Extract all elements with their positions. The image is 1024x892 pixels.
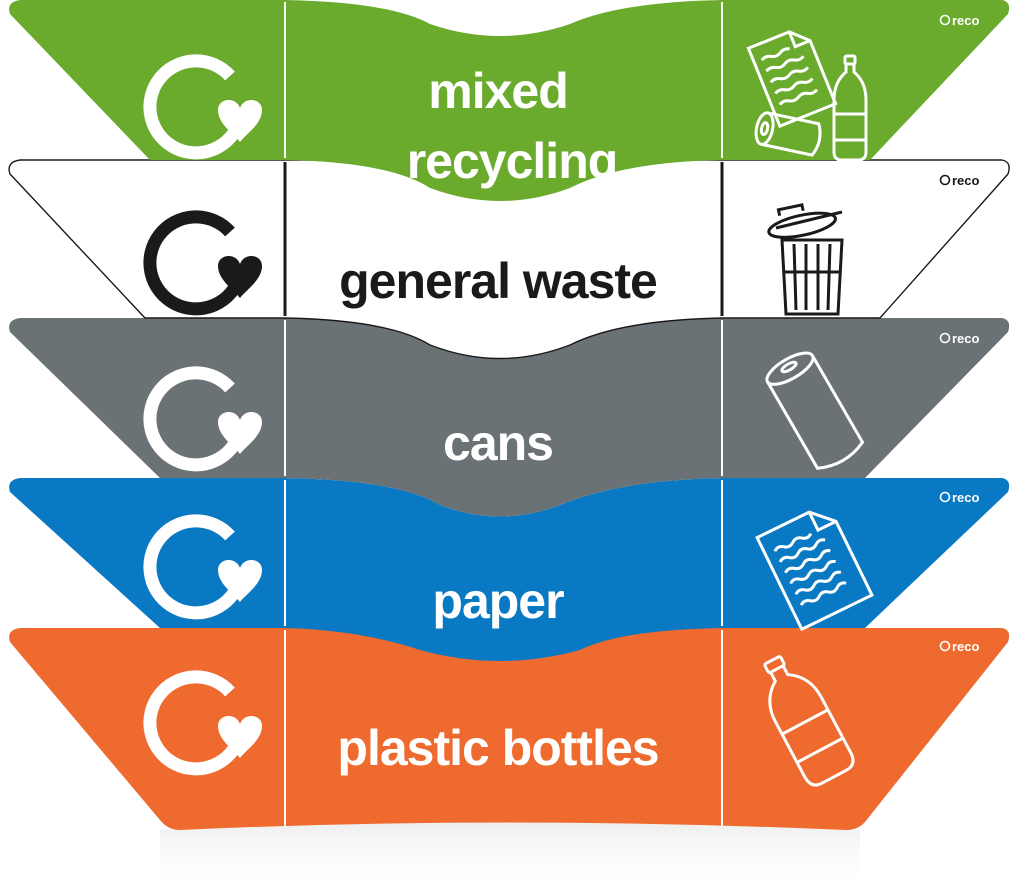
paper-sheets-icon (755, 510, 874, 632)
svg-text:reco: reco (952, 490, 980, 505)
label-plastic-bottles-band (9, 628, 1010, 830)
svg-text:reco: reco (952, 639, 980, 654)
recycling-arrow-icon (143, 514, 262, 620)
svg-text:reco: reco (952, 13, 980, 28)
recycling-arrow-icon (143, 54, 262, 160)
paper-cans-bottle-icon (746, 30, 868, 162)
floor-reflection (160, 815, 860, 892)
label-cans-text: cans (443, 415, 553, 471)
reco-brand-logo: reco (939, 331, 980, 346)
reco-brand-logo: reco (939, 490, 980, 505)
svg-text:reco: reco (952, 331, 980, 346)
label-mixed-recycling-top-curve (285, 0, 722, 36)
drink-can-icon (765, 351, 865, 470)
plastic-bottle-icon (763, 655, 855, 787)
reco-brand-logo: reco (939, 13, 980, 28)
label-plastic-bottles: plastic bottles reco (9, 628, 1010, 830)
label-mixed-recycling: mixed recycling (9, 0, 1010, 201)
label-plastic-bottles-text: plastic bottles (337, 720, 658, 776)
recycling-arrow-icon (143, 210, 262, 316)
label-mixed-recycling-text-line1: mixed (428, 63, 568, 119)
label-cans-band (9, 318, 1010, 517)
svg-text:reco: reco (952, 173, 980, 188)
recycling-arrow-icon (143, 670, 262, 776)
label-mixed-recycling-band (9, 0, 1010, 201)
reco-brand-logo: reco (939, 639, 980, 654)
label-general-waste-text: general waste (339, 253, 657, 309)
label-mixed-recycling-text-line2: recycling (407, 133, 618, 189)
label-paper-band (9, 478, 1010, 661)
reco-brand-logo: reco (939, 173, 980, 188)
label-paper-text: paper (432, 573, 564, 629)
recycling-arrow-icon (143, 366, 262, 472)
label-general-waste-band (8, 159, 1010, 360)
trash-can-icon (767, 203, 844, 316)
